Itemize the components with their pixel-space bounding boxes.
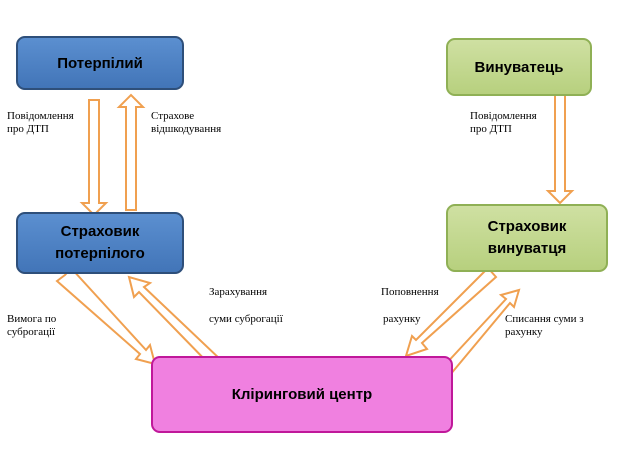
arrow-victim-notice (79, 99, 109, 217)
culprit-label: Винуватець (474, 58, 564, 76)
culprit-insurer-box: Страховик винуватця (446, 204, 608, 272)
label-crediting-line2: суми суброгації (209, 313, 283, 325)
victim-box: Потерпілий (16, 36, 184, 90)
victim-insurer-label: Страховик потерпілого (55, 223, 145, 262)
label-subrogation-claim: Вимога по суброгації (7, 313, 57, 338)
victim-insurer-box: Страховик потерпілого (16, 212, 184, 274)
clearing-center-box: Кліринговий центр (151, 356, 453, 433)
label-crediting-line1: Зарахування (209, 286, 268, 298)
label-topup-line2: рахунку (383, 313, 421, 325)
victim-label: Потерпілий (57, 54, 143, 72)
arrow-account-topup (404, 266, 498, 358)
label-victim-notice: Повідомлення про ДТП (7, 110, 74, 135)
arrow-compensation (116, 93, 146, 211)
arrow-account-writeoff (441, 288, 521, 377)
arrow-subrogation-credit (127, 275, 223, 369)
label-account-writeoff: Списання суми з рахунку (505, 313, 584, 338)
label-compensation: Страхове відшкодування (151, 110, 222, 135)
clearing-center-label: Кліринговий центр (231, 386, 373, 403)
culprit-box: Винуватець (446, 38, 592, 96)
arrow-culprit-notice (545, 94, 575, 205)
label-culprit-notice: Повідомлення про ДТП (470, 110, 537, 135)
label-topup-line1: Поповнення (381, 286, 439, 298)
culprit-insurer-label: Страховик винуватця (487, 218, 567, 257)
